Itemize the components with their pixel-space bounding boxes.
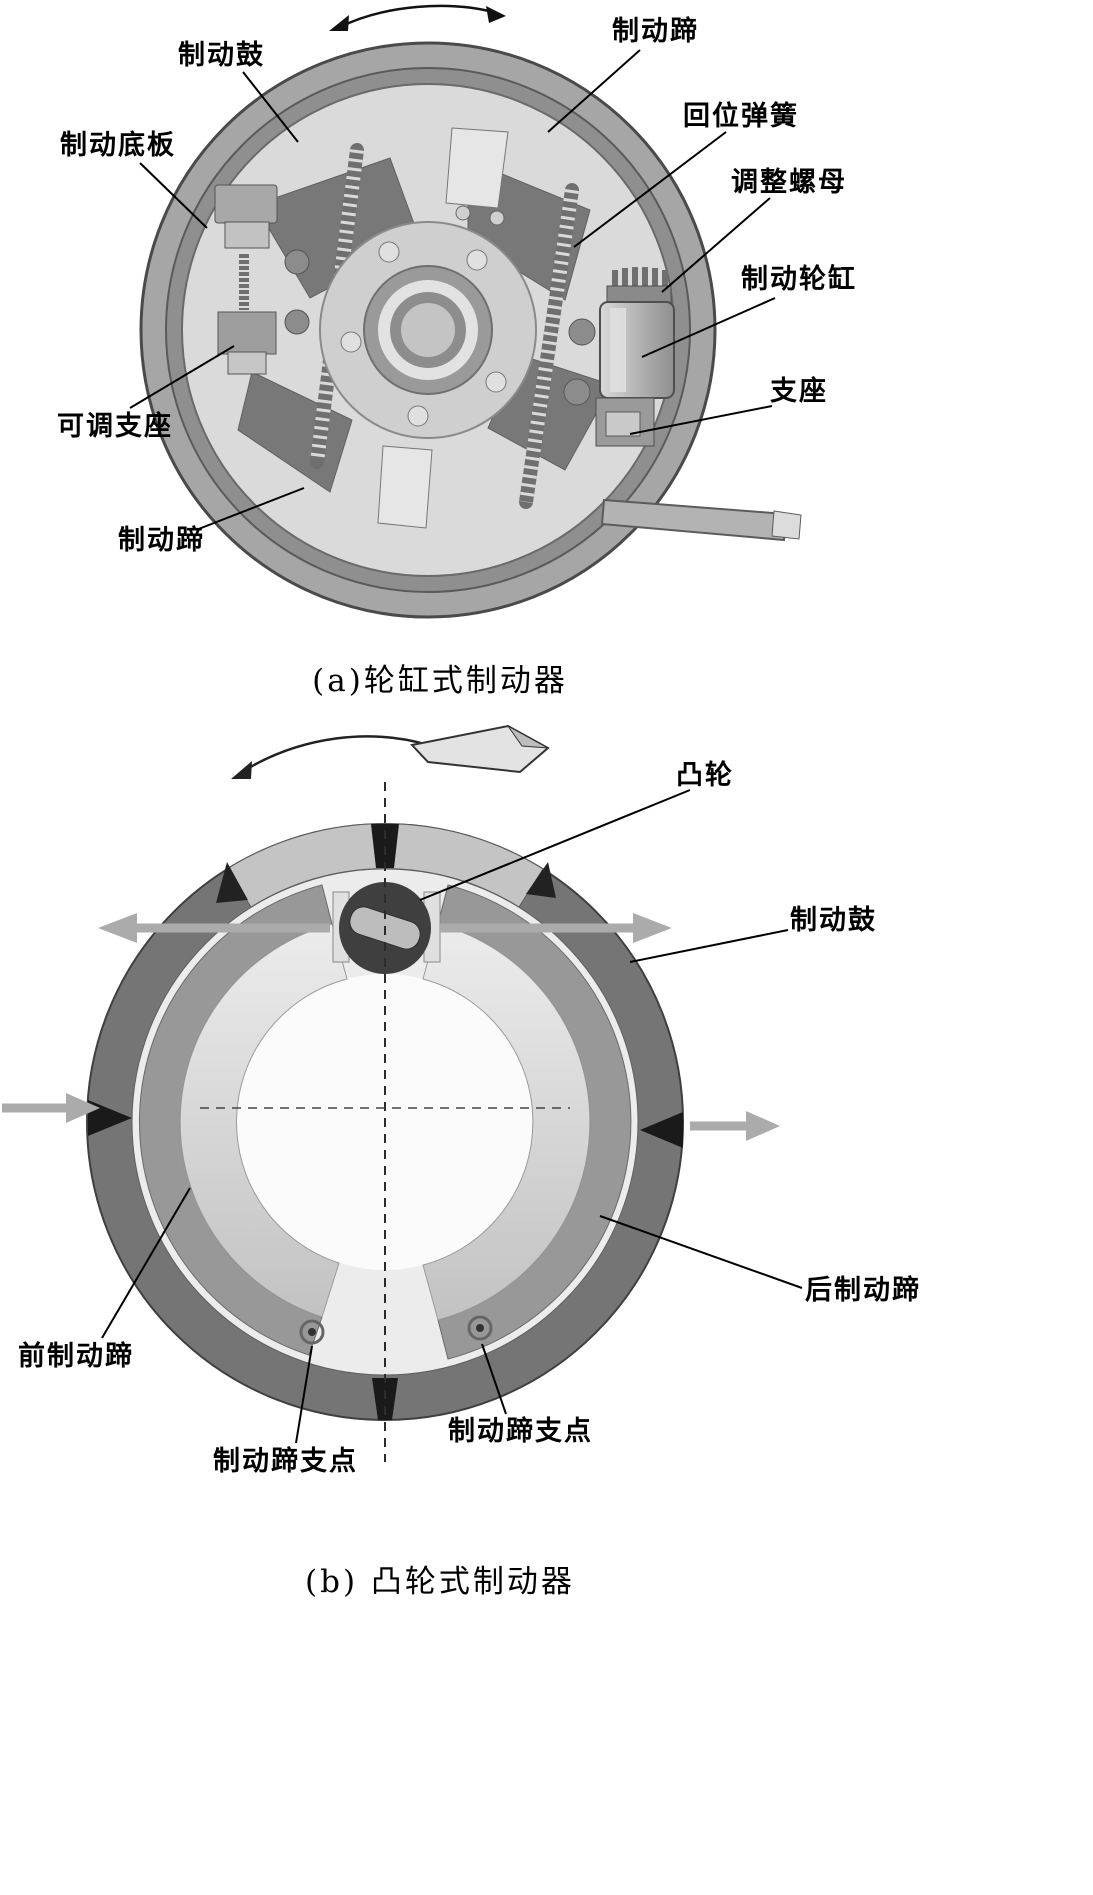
label-b-shoe-pivot-right: 制动蹄支点 <box>448 1416 593 1447</box>
front-brake-shoe <box>138 884 348 1356</box>
label-a-backing-plate: 制动底板 <box>60 130 176 161</box>
label-a-brake-drum: 制动鼓 <box>178 40 265 71</box>
label-a-wheel-cylinder: 制动轮缸 <box>741 264 857 295</box>
center-lines <box>200 782 570 1462</box>
label-b-brake-drum: 制动鼓 <box>790 905 877 936</box>
figure-b-drawing <box>2 724 803 1462</box>
label-b-front-brake-shoe: 前制动蹄 <box>18 1341 134 1372</box>
wheel-hub <box>319 221 537 439</box>
label-b-shoe-pivot-left: 制动蹄支点 <box>213 1446 358 1477</box>
label-b-cam: 凸轮 <box>676 760 734 791</box>
leader-lines-a <box>129 49 776 531</box>
rotation-arrow-a <box>329 4 506 31</box>
adjustable-support-assembly <box>214 184 310 375</box>
label-b-rear-brake-shoe: 后制动蹄 <box>805 1275 921 1306</box>
label-a-adjustable-support: 可调支座 <box>57 411 173 442</box>
lever-arm <box>600 498 802 542</box>
leader-lines-b <box>101 789 803 1444</box>
rotation-arrow-b <box>231 735 429 779</box>
figure-a-drawing <box>129 4 802 619</box>
support-block <box>595 397 655 447</box>
wheel-cylinder-assembly <box>563 267 675 447</box>
force-arrows <box>2 913 780 1141</box>
shoe-pivot-right-point <box>467 1315 493 1341</box>
return-spring-right <box>519 183 579 509</box>
label-a-support: 支座 <box>770 376 828 407</box>
shoe-pivot-left-point <box>299 1319 325 1345</box>
brake-shoe-top-piece <box>445 127 509 226</box>
cam-lever-wedge <box>410 724 550 774</box>
figure-b-caption: (b) 凸轮式制动器 <box>305 1564 575 1600</box>
brake-shoe-bottom-piece <box>377 445 433 529</box>
label-a-return-spring: 回位弹簧 <box>683 101 799 132</box>
label-a-brake-shoe-bottom: 制动蹄 <box>118 525 205 556</box>
label-a-brake-shoe-top: 制动蹄 <box>612 16 699 47</box>
figure-a-caption: (a)轮缸式制动器 <box>312 663 568 699</box>
label-a-adjusting-nut: 调整螺母 <box>731 167 847 198</box>
adjusting-nut-teeth <box>612 267 668 286</box>
